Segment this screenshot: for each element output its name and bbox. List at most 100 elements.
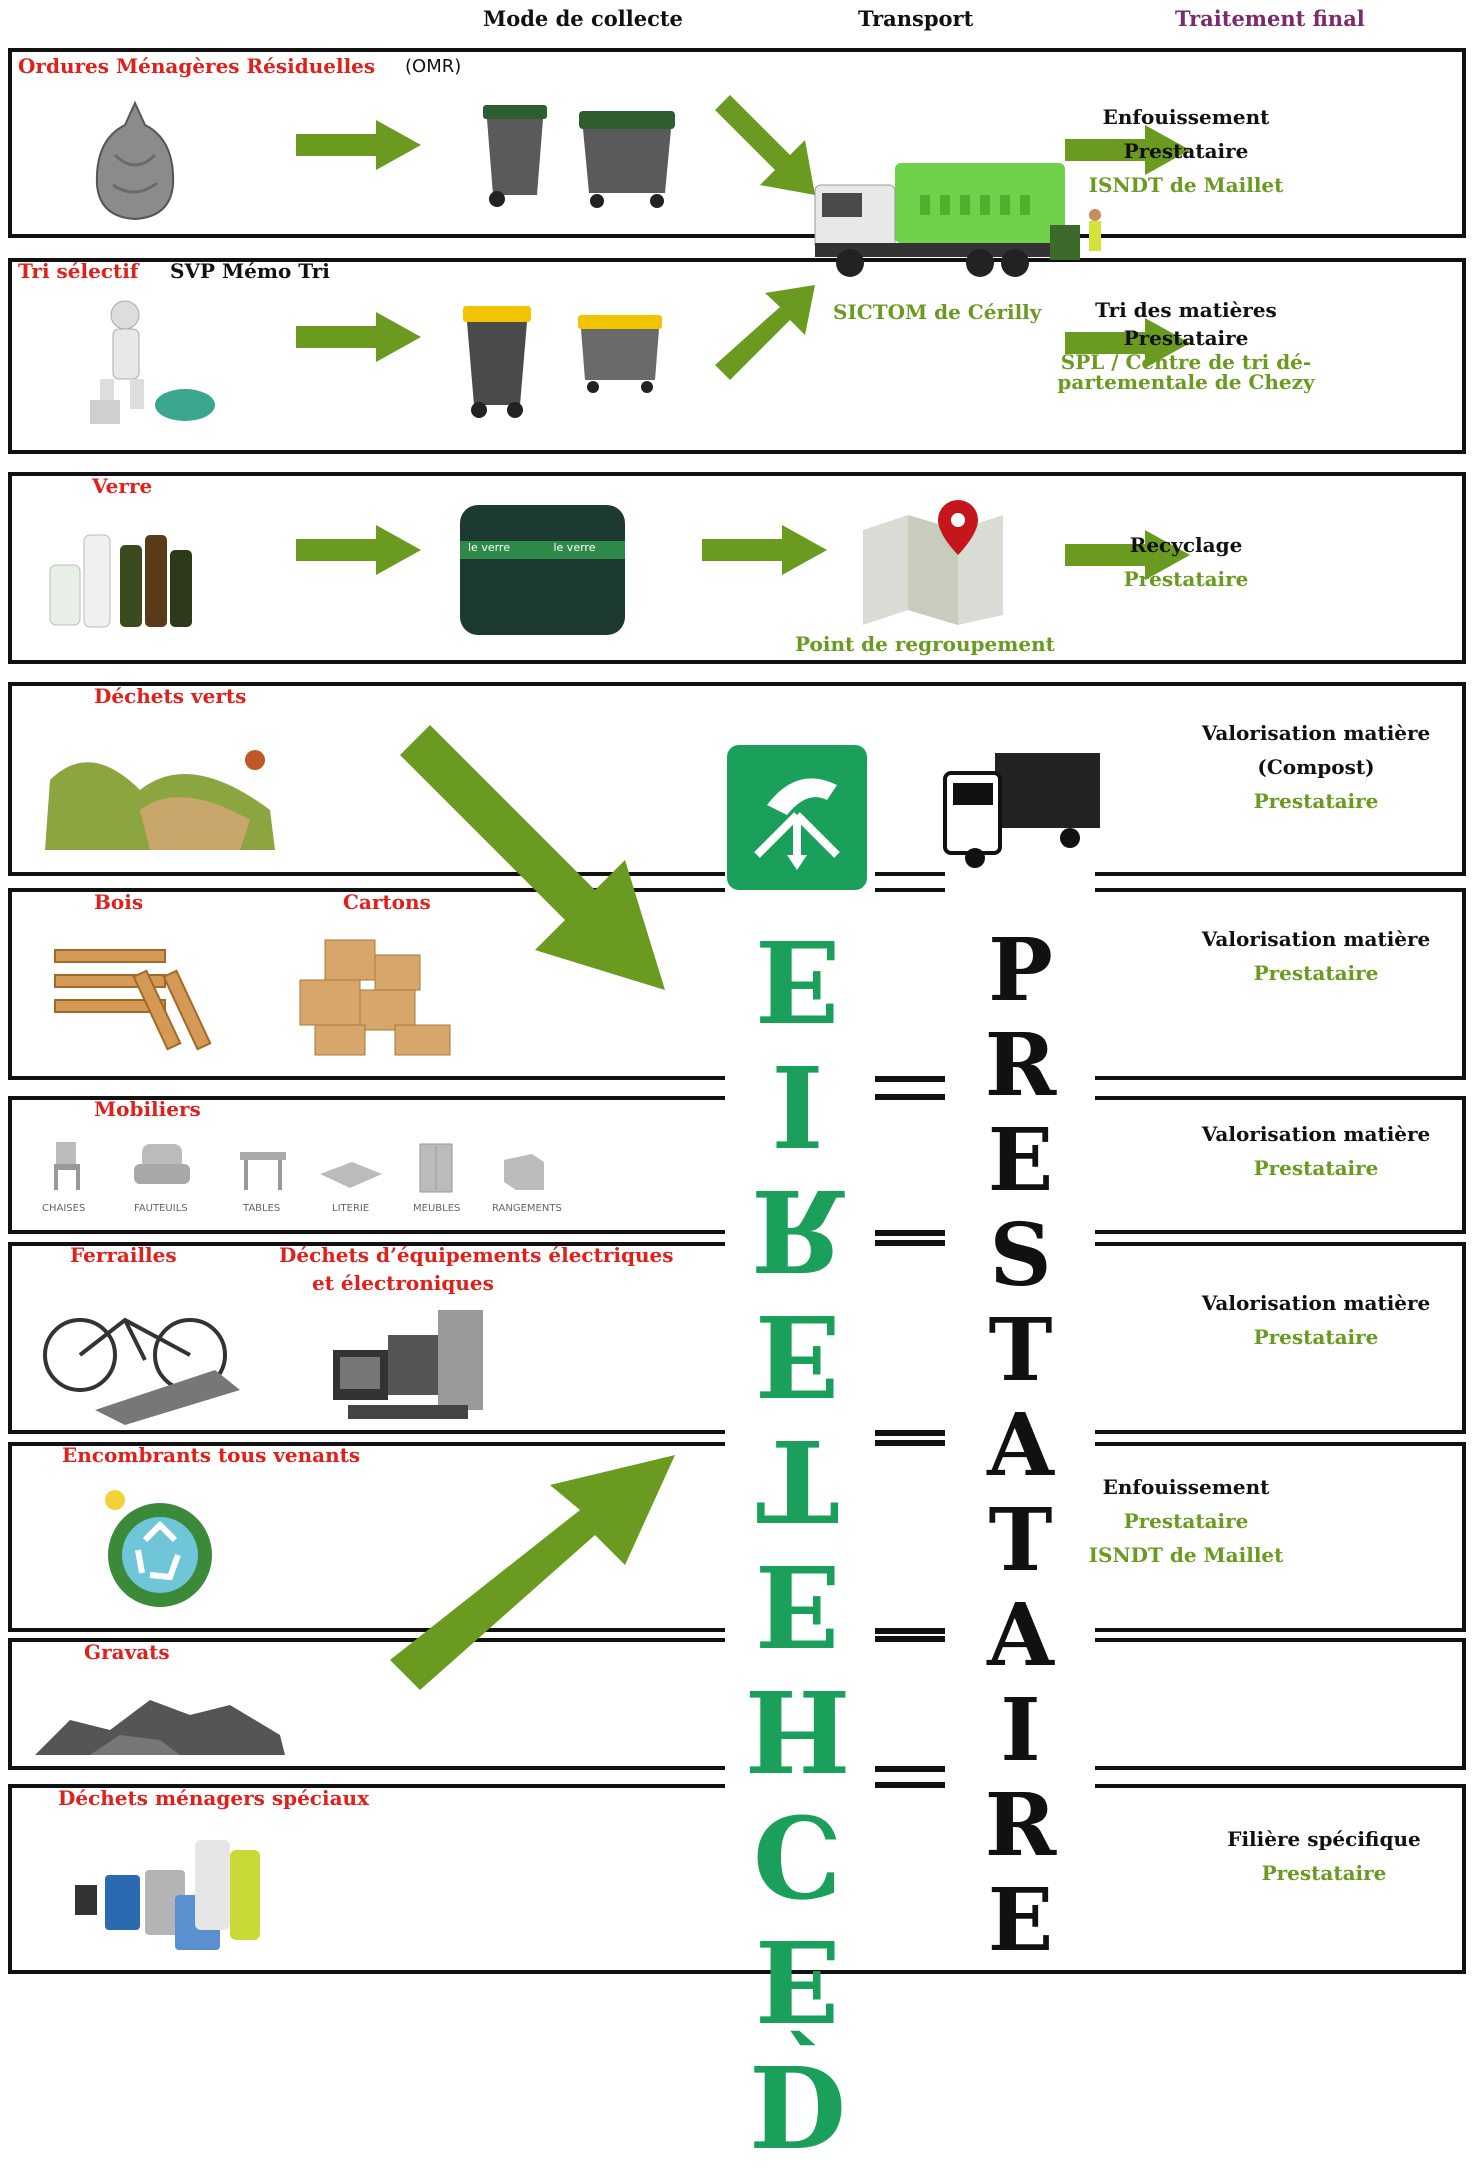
mobiliers-destination: Valorisation matière Prestataire [1176,1117,1456,1185]
gravats-label: Gravats [84,1640,170,1664]
deee-label-line2: et électroniques [312,1271,494,1295]
verts-destination: Valorisation matière (Compost) Prestatai… [1176,716,1456,818]
header-mode-collecte: Mode de collecte [483,6,683,31]
verts-dest-line2: (Compost) [1257,755,1375,779]
center-gap-2 [945,870,1095,1967]
decheterie-logo-icon [727,745,867,890]
rubble-icon [35,1700,285,1755]
arrow-right-icon [702,525,827,575]
ferrailles-dest-line1: Valorisation matière [1201,1291,1431,1315]
table-icon [240,1152,286,1190]
electronics-icon [333,1310,483,1419]
hand-arrows-icon [754,778,840,870]
bottles-icon [49,534,192,628]
tri-dest-line3: SPL / Centre de tri dé- [1060,350,1312,374]
glass-container-text-1: le verre [468,541,510,554]
container-bin-yellow-icon [578,315,662,393]
ferrailles-dest-line2: Prestataire [1253,1325,1379,1349]
trash-bag-icon [95,100,175,221]
arrow-right-icon [1065,125,1190,175]
verts-dest-line3: Prestataire [1253,789,1379,813]
header-transport: Transport [858,6,974,31]
bicycle-scrap-icon [43,1317,240,1425]
verre-dest-line1: Recyclage [1129,533,1243,557]
recycle-globe-icon [105,1490,212,1607]
arrow-right-icon [1065,318,1190,368]
mobiliers-label: Mobiliers [94,1097,201,1121]
mattress-icon [320,1162,382,1188]
encombrants-dest-line2: Prestataire [1123,1509,1249,1533]
mobiliers-dest-line1: Valorisation matière [1201,1122,1431,1146]
furniture-label-meubles: MEUBLES [413,1203,461,1214]
map-pin-icon [863,500,1003,625]
mobiliers-dest-line2: Prestataire [1253,1156,1379,1180]
encombrants-dest-line3: ISNDT de Maillet [1088,1543,1284,1567]
arrow-right-icon [296,525,421,575]
garbage-truck-icon [814,163,1101,277]
point-regroupement-label: Point de regroupement [795,632,1055,656]
verre-label: Verre [92,474,153,498]
dms-destination: Filière spécifique Prestataire [1174,1822,1474,1890]
dms-dest-line2: Prestataire [1261,1861,1387,1885]
cardboard-boxes-icon [299,939,451,1056]
arrow-diag-down-icon [715,95,815,195]
ferrailles-destination: Valorisation matière Prestataire [1176,1286,1456,1354]
omr-abbr: (OMR) [405,56,462,77]
omr-dest-line3: ISNDT de Maillet [1088,173,1284,197]
tri-label: Tri sélectif [18,259,139,283]
big-arrow-down-icon [400,725,665,990]
verre-destination: Recyclage Prestataire [1036,528,1336,596]
dms-label: Déchets ménagers spéciaux [58,1786,369,1810]
tri-dest-line4: partementale de Chezy [1057,370,1315,394]
ferrailles-label: Ferrailles [70,1243,177,1267]
arrow-diag-up-icon [715,285,815,380]
deee-label-line1: Déchets d’équipements électriques [279,1243,674,1267]
furniture-label-rangements: RANGEMENTS [492,1203,562,1214]
omr-dest-line2: Prestataire [1123,139,1249,163]
pallets-icon [54,949,212,1051]
cartons-label: Cartons [343,890,431,914]
encombrants-destination: Enfouissement Prestataire ISNDT de Maill… [1036,1470,1336,1572]
arrow-right-icon [1065,530,1190,580]
encombrants-label: Encombrants tous venants [62,1443,361,1467]
delivery-truck-icon [940,753,1100,868]
furniture-label-fauteuils: FAUTEUILS [134,1203,188,1214]
glass-container-text-2: le verre [553,541,596,554]
omr-dest-line1: Enfouissement [1102,105,1270,129]
encombrants-dest-line1: Enfouissement [1102,1475,1270,1499]
arrow-right-icon [296,120,421,170]
bois-label: Bois [94,890,144,914]
green-waste-icon [45,750,275,850]
bois-dest-line1: Valorisation matière [1201,927,1431,951]
verts-label: Déchets verts [94,684,247,708]
arrow-right-icon [296,312,421,362]
tri-dest-line1: Tri des matières [1095,298,1277,322]
furniture-label-literie: LITERIE [332,1203,370,1214]
row-verre [8,472,1466,664]
verre-dest-line2: Prestataire [1123,567,1249,591]
sictom-label: SICTOM de Cérilly [833,300,1042,324]
container-bin-green-icon [579,111,675,208]
big-arrow-up-icon [390,1455,675,1690]
wheelie-bin-yellow-icon [463,306,531,418]
cabinet-icon [419,1143,453,1193]
verts-dest-line1: Valorisation matière [1201,721,1431,745]
tri-destination: Tri des matières Prestataire SPL / Centr… [1036,296,1336,392]
storage-box-icon [504,1154,544,1190]
header-traitement-final: Traitement final [1175,6,1365,31]
omr-label: Ordures Ménagères Résiduelles [18,54,376,78]
furniture-label-tables: TABLES [243,1203,281,1214]
glass-container-icon: le verre le verre [460,505,625,635]
dms-dest-line1: Filière spécifique [1227,1827,1421,1851]
row-omr [8,48,1466,238]
chair-icon [54,1142,80,1190]
omr-destination: Enfouissement Prestataire ISNDT de Maill… [1036,100,1336,202]
bois-dest-line2: Prestataire [1253,961,1379,985]
sorting-figure-icon [90,300,215,424]
connector-lines [875,1078,945,1786]
furniture-label-chaises: CHAISES [42,1203,86,1214]
tri-sub-label: SVP Mémo Tri [170,259,330,283]
tri-dest-line2: Prestataire [1123,326,1249,350]
hazardous-products-icon [75,1840,260,1950]
prestataire-vertical-label: PRESTATAIRE [970,920,1071,1965]
